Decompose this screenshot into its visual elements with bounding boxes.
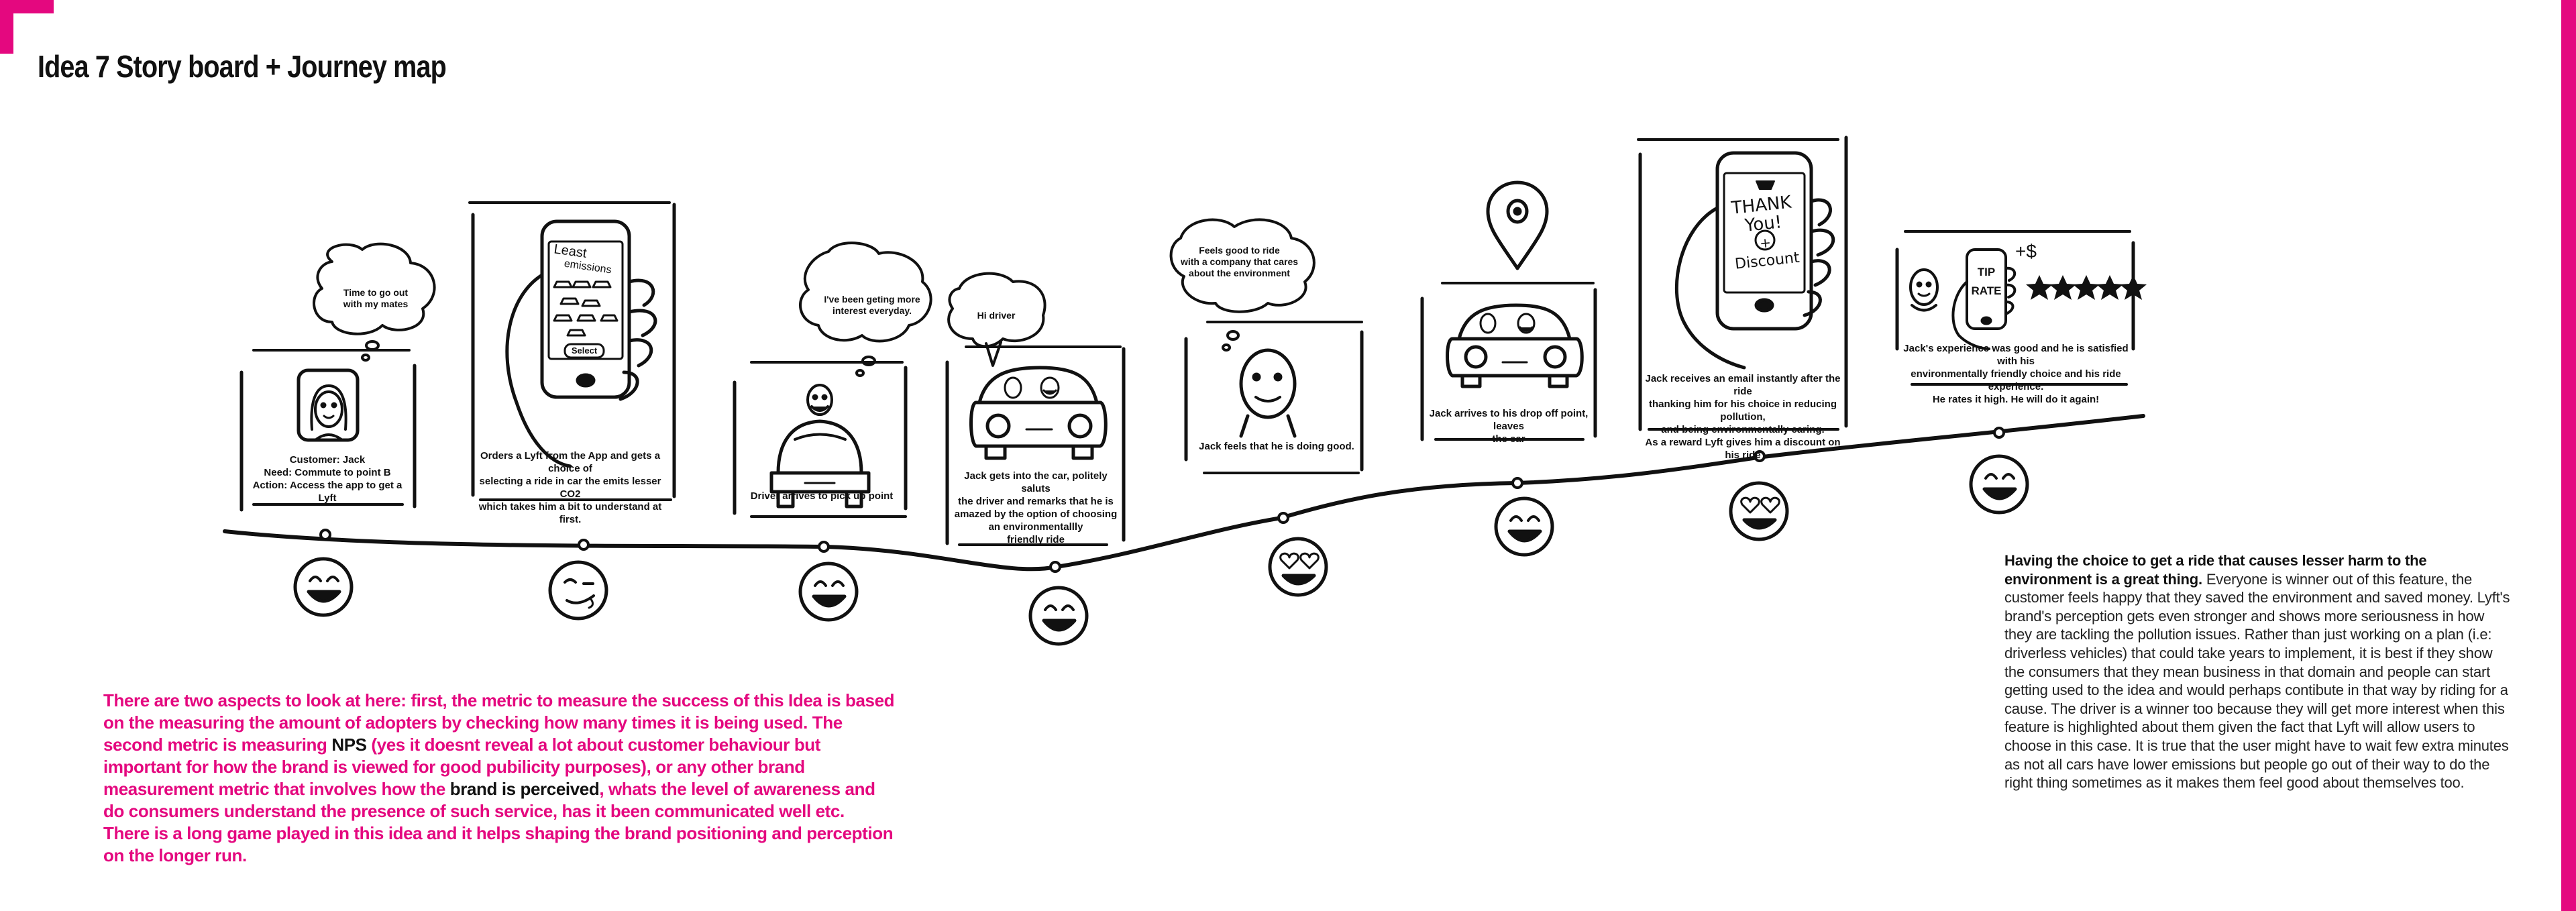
caption-line: amazed by the option of choosing <box>954 508 1118 520</box>
page-title: Idea 7 Story board + Journey map <box>38 49 447 84</box>
frame-8 <box>1895 230 2147 386</box>
metrics-text: , whats the level of awareness and do co… <box>103 779 894 865</box>
thought-text-3: I've been geting more interest everyday. <box>812 294 932 317</box>
caption-line: and being environmentally caring. <box>1661 424 1825 435</box>
metrics-text: (yes it doesnt reveal a lot about custom… <box>103 735 821 799</box>
phone3-label: TIP RATE <box>1968 263 2004 301</box>
caption-line: the car <box>1492 433 1525 445</box>
journey-node-3 <box>818 541 830 553</box>
caption-step-7: Jack receives an email instantly after t… <box>1642 372 1843 462</box>
frame-5 <box>1184 321 1364 474</box>
caption-step-4: Jack gets into the car, politely saluts … <box>951 470 1120 546</box>
caption-line: Jack feels that he is doing good. <box>1199 441 1354 452</box>
metrics-text: There are two aspects to look at here: f… <box>103 690 895 755</box>
phone-sketch-1 <box>540 219 631 399</box>
frame-7 <box>1637 136 1848 431</box>
caption-line: Jack arrives to his drop off point, leav… <box>1429 408 1589 432</box>
star-icon <box>2049 275 2076 300</box>
caption-step-8: Jack's experience was good and he is sat… <box>1898 342 2133 406</box>
frame-2 <box>468 201 676 501</box>
frame-3 <box>733 361 908 518</box>
benefits-body: Everyone is winner out of this feature, … <box>2004 570 2510 792</box>
benefits-paragraph: Having the choice to get a ride that cau… <box>2004 551 2514 792</box>
thought-line: I've been geting more <box>824 294 920 305</box>
thought-line: with my mates <box>343 299 409 309</box>
thought-bubble-5 <box>1169 218 1316 313</box>
frame-6 <box>1420 282 1597 441</box>
thought-text-1: Time to go out with my mates <box>329 287 423 310</box>
phone-sketch-3 <box>1966 248 2007 330</box>
journey-node-2 <box>578 539 590 551</box>
caption-line: He rates it high. He will do it again! <box>1932 394 2100 405</box>
thought-line: Feels good to ride <box>1199 245 1280 256</box>
journey-line <box>223 414 2145 572</box>
thought-bubble-1 <box>313 242 436 362</box>
caption-line: Need: Commute to point B <box>264 467 391 478</box>
benefits-lead: Having the choice to get a ride that cau… <box>2004 552 2427 588</box>
journey-node-8 <box>1993 427 2005 439</box>
caption-line: Jack gets into the car, politely saluts <box>964 470 1108 494</box>
caption-line: As a reward Lyft gives him a discount on… <box>1645 437 1841 461</box>
frame-1 <box>239 349 417 512</box>
caption-line: Jack receives an email instantly after t… <box>1645 373 1841 397</box>
caption-step-1: Customer: Jack Need: Commute to point B … <box>247 453 408 504</box>
corner-accent-cutout <box>0 0 54 54</box>
emotion-face-3 <box>798 561 859 622</box>
emotion-face-5 <box>1268 537 1328 597</box>
journey-node-7 <box>1754 450 1766 462</box>
emotion-face-6 <box>1494 496 1554 557</box>
caption-line: Jack's experience was good and he is sat… <box>1903 343 2129 367</box>
emotion-face-4 <box>1028 586 1089 646</box>
thought-line: with a company that cares <box>1180 256 1299 267</box>
caption-line: Action: Access the app to get a Lyft <box>252 480 402 504</box>
metrics-highlight-nps: NPS <box>331 735 367 755</box>
caption-line: selecting a ride in car the emits lesser… <box>479 476 661 500</box>
caption-step-3: Driver arrives to pick up point <box>745 490 899 502</box>
metrics-paragraph: There are two aspects to look at here: f… <box>103 690 895 867</box>
star-icon <box>2096 275 2123 300</box>
journey-node-5 <box>1277 512 1289 524</box>
caption-line: environmentally friendly choice and his … <box>1911 368 2121 392</box>
emotion-face-1 <box>293 557 354 617</box>
thought-text-5: Feels good to ride with a company that c… <box>1171 245 1308 279</box>
tip-symbol: +$ <box>2015 241 2037 262</box>
emotion-face-7 <box>1729 481 1789 541</box>
caption-line: the driver and remarks that he is <box>958 496 1114 507</box>
frame-4 <box>945 345 1126 546</box>
thought-line: Time to go out <box>343 287 409 298</box>
emotion-face-2 <box>548 560 608 621</box>
speech-bubble-4 <box>947 272 1046 367</box>
caption-line: thanking him for his choice in reducing … <box>1648 398 1837 423</box>
thought-line: about the environment <box>1189 268 1290 278</box>
caption-line: Orders a Lyft from the App and gets a ch… <box>480 450 661 474</box>
journey-node-4 <box>1049 561 1061 573</box>
phone-sketch-2 <box>1715 151 1813 331</box>
thought-bubble-3 <box>799 242 932 377</box>
journey-node-6 <box>1511 477 1523 489</box>
caption-step-2: Orders a Lyft from the App and gets a ch… <box>470 449 671 526</box>
caption-line: which takes him a bit to understand at f… <box>478 501 662 525</box>
location-pin-icon <box>1486 180 1549 270</box>
phone2-label: THANK You! + Discount <box>1720 192 1808 275</box>
caption-line: Customer: Jack <box>289 454 366 466</box>
caption-line: Driver arrives to pick up point <box>750 490 894 502</box>
star-icon <box>2120 275 2147 300</box>
metrics-highlight-brand: brand is perceived <box>449 779 600 799</box>
right-edge-accent <box>2561 0 2576 911</box>
caption-line: friendly ride <box>1007 534 1065 545</box>
phone1-select-button: Select <box>571 345 598 356</box>
thought-line: interest everyday. <box>832 305 912 316</box>
phone3-label-line: RATE <box>1971 284 2002 297</box>
journey-node-1 <box>319 529 331 541</box>
star-icon <box>2073 275 2100 300</box>
caption-step-5: Jack feels that he is doing good. <box>1193 440 1360 453</box>
phone3-label-line: TIP <box>1977 266 1996 278</box>
emotion-face-8 <box>1969 454 2029 515</box>
caption-line: an environmentallly <box>988 521 1083 533</box>
caption-step-6: Jack arrives to his drop off point, leav… <box>1424 407 1594 445</box>
speech-text-4: Hi driver <box>977 310 1016 321</box>
star-icon <box>2026 275 2053 300</box>
